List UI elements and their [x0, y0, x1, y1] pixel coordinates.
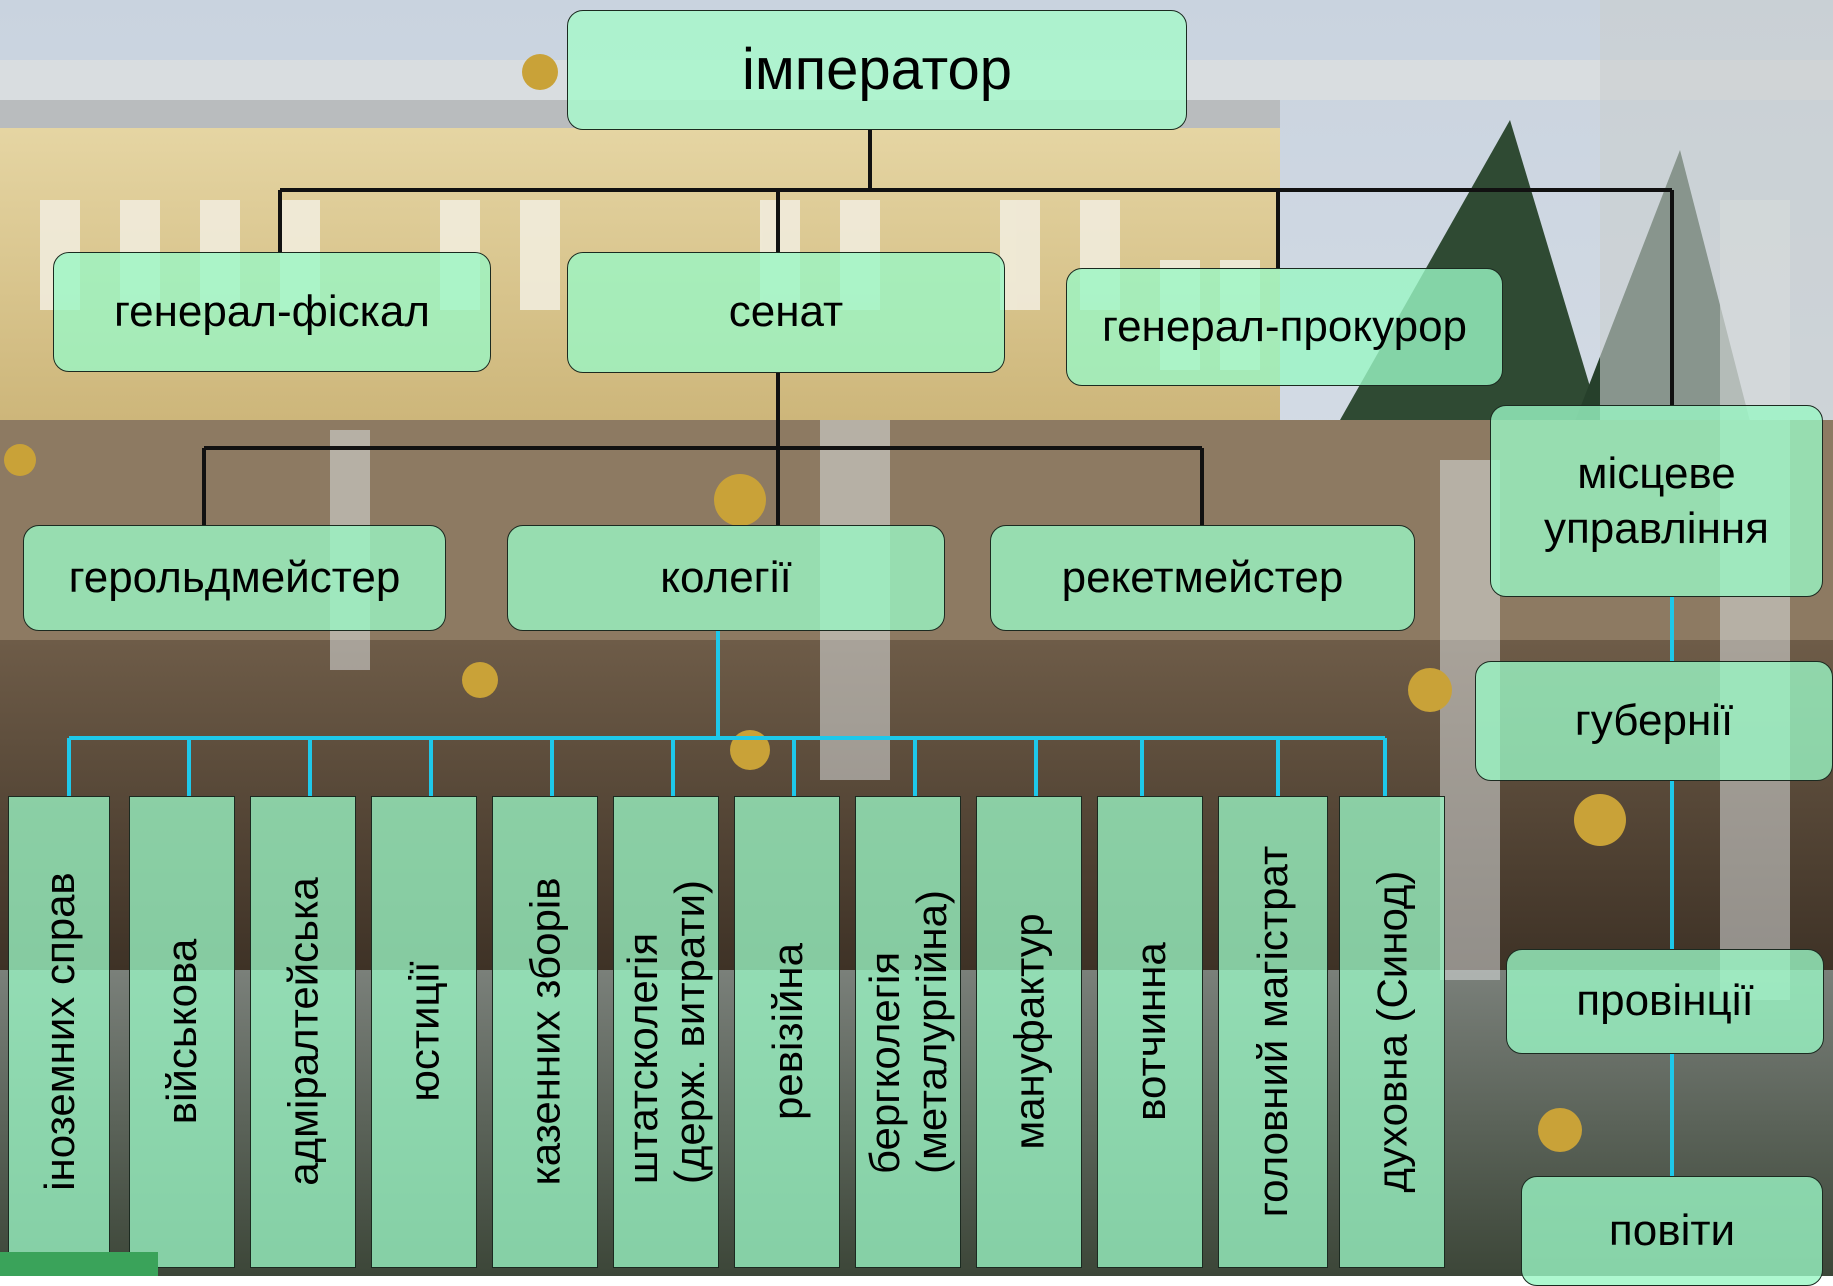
college-manufactures: мануфактур: [976, 796, 1082, 1268]
college-patrimonial: вотчинна: [1097, 796, 1203, 1268]
college-label: вотчинна: [1126, 942, 1174, 1122]
general-prosecutor-label: генерал-прокурор: [1101, 301, 1468, 351]
heraldmeister-label: герольдмейстер: [68, 552, 401, 602]
emperor-label: імператор: [741, 37, 1013, 103]
provintsii-box: провінції: [1506, 949, 1824, 1054]
college-mining: бергколегія (металургійна): [855, 796, 961, 1268]
college-label: іноземних справ: [35, 872, 83, 1192]
heraldmeister-box: герольдмейстер: [23, 525, 446, 631]
college-chief-magistrate: головний магістрат: [1218, 796, 1328, 1268]
local-government-box: місцеве управління: [1490, 405, 1823, 597]
college-label: духовна (Синод): [1368, 871, 1416, 1193]
college-admiralty: адміралтейська: [250, 796, 356, 1268]
slide-corner-badge: [0, 1252, 158, 1276]
college-treasury: казенних зборів: [492, 796, 598, 1268]
college-justice: юстиції: [371, 796, 477, 1268]
reketmeister-label: рекетмейстер: [1061, 552, 1344, 602]
college-label: адміралтейська: [279, 877, 327, 1187]
college-label: казенних зборів: [521, 877, 569, 1187]
college-label: юстиції: [400, 961, 448, 1103]
college-revision: ревізійна: [734, 796, 840, 1268]
college-label: штатсколегія (держ. витрати): [618, 879, 714, 1185]
general-prosecutor-box: генерал-прокурор: [1066, 268, 1503, 386]
gubernii-label: губернії: [1574, 695, 1734, 745]
college-foreign-affairs: іноземних справ: [8, 796, 110, 1268]
provintsii-label: провінції: [1576, 976, 1754, 1026]
general-fiscal-label: генерал-фіскал: [114, 286, 430, 336]
college-state-expenses: штатсколегія (держ. витрати): [613, 796, 719, 1268]
reketmeister-box: рекетмейстер: [990, 525, 1415, 631]
colleges-label: колегії: [660, 552, 792, 602]
gubernii-box: губернії: [1475, 661, 1833, 781]
local-government-label-line1: місцеве: [1577, 449, 1736, 498]
general-fiscal-box: генерал-фіскал: [53, 252, 491, 372]
senate-box: сенат: [567, 252, 1005, 373]
povity-label: повіти: [1608, 1205, 1736, 1255]
college-label: головний магістрат: [1249, 846, 1297, 1218]
senate-label: сенат: [728, 287, 844, 337]
colleges-box: колегії: [507, 525, 945, 631]
local-government-label-line2: управління: [1543, 504, 1769, 553]
povity-box: повіти: [1521, 1176, 1823, 1286]
emperor-box: імператор: [567, 10, 1187, 130]
college-label: військова: [158, 939, 206, 1125]
college-label: мануфактур: [1005, 913, 1053, 1151]
college-label: ревізійна: [763, 943, 811, 1121]
college-military: військова: [129, 796, 235, 1268]
college-spiritual-synod: духовна (Синод): [1339, 796, 1445, 1268]
college-label: бергколегія (металургійна): [860, 890, 955, 1174]
